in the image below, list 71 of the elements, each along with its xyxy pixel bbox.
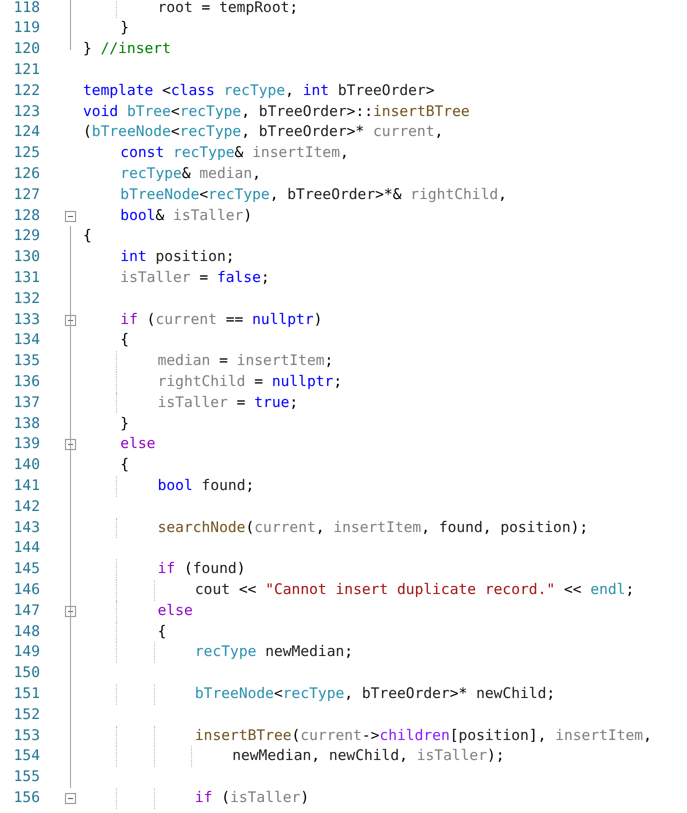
- line-number: 141: [12, 476, 40, 496]
- line-number: 139: [12, 434, 40, 454]
- code-line: void bTree<recType, bTreeOrder>::insertBTree: [83, 102, 470, 122]
- code-line: {: [158, 622, 166, 642]
- line-number: 128: [12, 206, 40, 226]
- line-number: 148: [12, 622, 40, 642]
- line-number: 118: [12, 0, 40, 18]
- line-number: 156: [12, 788, 40, 808]
- line-number: 151: [12, 684, 40, 704]
- line-number: 124: [12, 122, 40, 142]
- line-number: 155: [12, 767, 40, 788]
- line-number: 145: [12, 559, 40, 580]
- code-line: newMedian, newChild, isTaller);: [232, 746, 505, 766]
- code-line: bool found;: [158, 476, 254, 496]
- line-number: 121: [12, 60, 40, 80]
- code-line: }: [120, 18, 130, 38]
- code-line: template <class recType, int bTreeOrder>: [83, 80, 435, 101]
- line-number: 142: [12, 496, 40, 517]
- line-number: 144: [12, 538, 40, 558]
- line-number: 120: [12, 39, 40, 60]
- line-number: 123: [12, 102, 40, 122]
- code-line: recType& median,: [120, 164, 261, 184]
- code-line: cout << "Cannot insert duplicate record." << endl;: [194, 580, 634, 600]
- line-number: 119: [12, 18, 40, 38]
- line-number: 135: [12, 351, 40, 372]
- line-number: 137: [12, 392, 40, 413]
- line-number: 143: [12, 518, 40, 538]
- code-line: median = insertItem;: [158, 351, 334, 372]
- code-line: if (current == nullptr): [120, 310, 322, 330]
- line-number: 125: [12, 143, 40, 164]
- code-line: isTaller = false;: [120, 268, 270, 288]
- code-line: root = tempRoot;: [158, 0, 298, 18]
- code-line: bool& isTaller): [120, 206, 252, 226]
- code-line: else: [158, 600, 193, 621]
- line-number: 147: [12, 600, 40, 621]
- code-line: {: [83, 226, 92, 246]
- code-line: (bTreeNode<recType, bTreeOrder>* current,: [83, 122, 444, 142]
- line-number: 126: [12, 164, 40, 184]
- line-number: 136: [12, 372, 40, 392]
- code-line: recType newMedian;: [194, 642, 354, 662]
- code-line: isTaller = true;: [158, 392, 298, 413]
- line-number: 133: [12, 310, 40, 330]
- code-line: int position;: [120, 247, 235, 268]
- line-number: 153: [12, 726, 40, 746]
- line-number: 122: [12, 80, 40, 101]
- line-number: 152: [12, 704, 40, 725]
- code-line: searchNode(current, insertItem, found, position);: [158, 518, 588, 538]
- line-number: 134: [12, 330, 40, 350]
- code-line: if (found): [158, 559, 246, 580]
- line-number: 132: [12, 288, 40, 309]
- line-number: 149: [12, 642, 40, 662]
- line-number: 140: [12, 455, 40, 476]
- code-line: bTreeNode<recType, bTreeOrder>* newChild;: [194, 684, 556, 704]
- code-line: {: [120, 455, 130, 476]
- code-line: const recType& insertItem,: [120, 143, 349, 164]
- code-line: {: [120, 330, 130, 350]
- code-line: if (isTaller): [194, 788, 310, 808]
- code-line: insertBTree(current->children[position], insertItem,: [194, 726, 652, 746]
- code-line: rightChild = nullptr;: [158, 372, 342, 392]
- line-number: 146: [12, 580, 40, 600]
- line-number: 131: [12, 268, 40, 288]
- line-number: 130: [12, 247, 40, 268]
- code-line: else: [120, 434, 156, 454]
- code-line: } //insert: [83, 39, 171, 60]
- line-number: 127: [12, 184, 40, 205]
- line-number: 129: [12, 226, 40, 246]
- code-line: }: [120, 414, 130, 434]
- line-number: 154: [12, 746, 40, 766]
- line-number: 150: [12, 663, 40, 684]
- line-number: 138: [12, 414, 40, 434]
- code-line: bTreeNode<recType, bTreeOrder>*& rightChild,: [120, 184, 507, 205]
